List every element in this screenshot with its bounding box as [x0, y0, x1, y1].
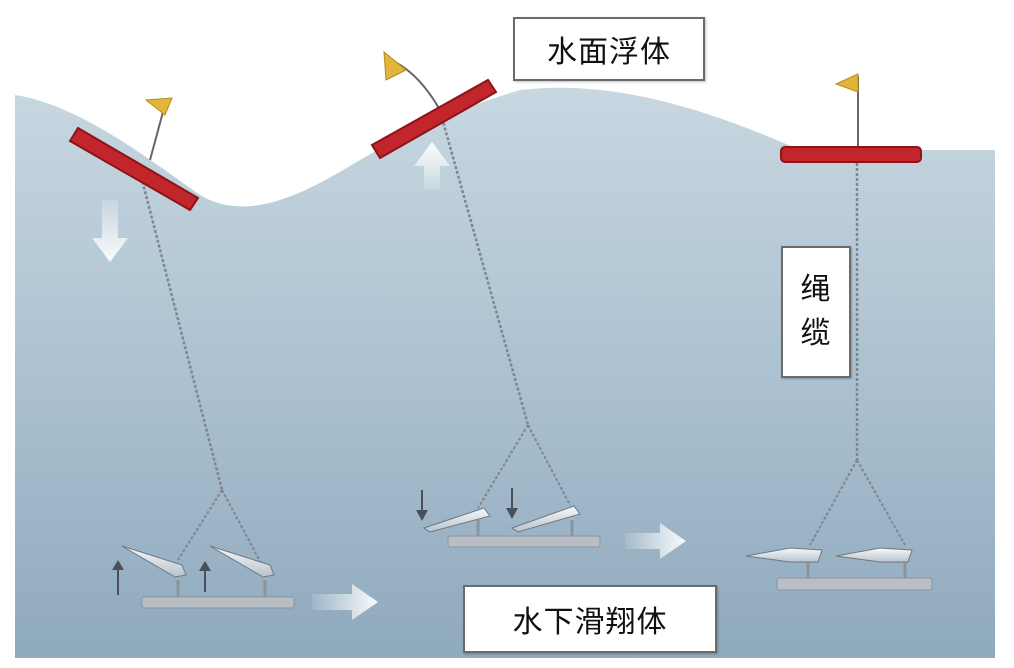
flag-pole-1 — [149, 111, 164, 161]
flag-2-icon — [383, 50, 407, 81]
right-arrow-icon — [625, 523, 686, 559]
cable-label-line1: 绳 — [800, 272, 832, 307]
surface-float-1 — [68, 126, 200, 212]
flag-1-icon — [144, 97, 173, 116]
wing-1a — [121, 545, 187, 578]
glider-platform-3 — [776, 577, 933, 591]
cable-2 — [440, 117, 530, 426]
wing-2b — [510, 505, 581, 533]
flag-3-icon — [834, 73, 859, 93]
glider-unit-2 — [370, 50, 686, 559]
down-arrow-icon — [92, 200, 128, 262]
cable-3-branch-left — [809, 459, 858, 546]
right-arrow-icon — [312, 584, 378, 620]
underwater-glider-label: 水下滑翔体 — [463, 585, 717, 653]
wing-1b — [209, 545, 275, 578]
glider-unit-1 — [68, 97, 378, 620]
wing-3b — [835, 547, 913, 563]
glider-platform-1 — [141, 596, 295, 609]
cable-3-branch-right — [856, 459, 906, 546]
cable-2-branch-right — [527, 424, 571, 506]
cable-2-branch-left — [477, 424, 529, 509]
glider-unit-3 — [745, 73, 933, 591]
surface-float-3 — [780, 146, 922, 163]
glider-platform-2 — [447, 535, 601, 548]
cable-1-branch-left — [177, 489, 223, 561]
underwater-glider-label-text: 水下滑翔体 — [512, 605, 668, 640]
cable-label-line2: 缆 — [800, 316, 832, 351]
cable-1-branch-right — [221, 489, 263, 566]
wing-3a — [745, 547, 823, 563]
cable-label: 绳 缆 — [781, 246, 851, 378]
surface-float-2 — [370, 78, 498, 160]
surface-float-label-text: 水面浮体 — [547, 35, 671, 70]
surface-float-label: 水面浮体 — [513, 17, 705, 81]
wing-2a — [422, 507, 491, 533]
up-arrow-icon — [414, 142, 450, 190]
water-body — [15, 87, 995, 658]
